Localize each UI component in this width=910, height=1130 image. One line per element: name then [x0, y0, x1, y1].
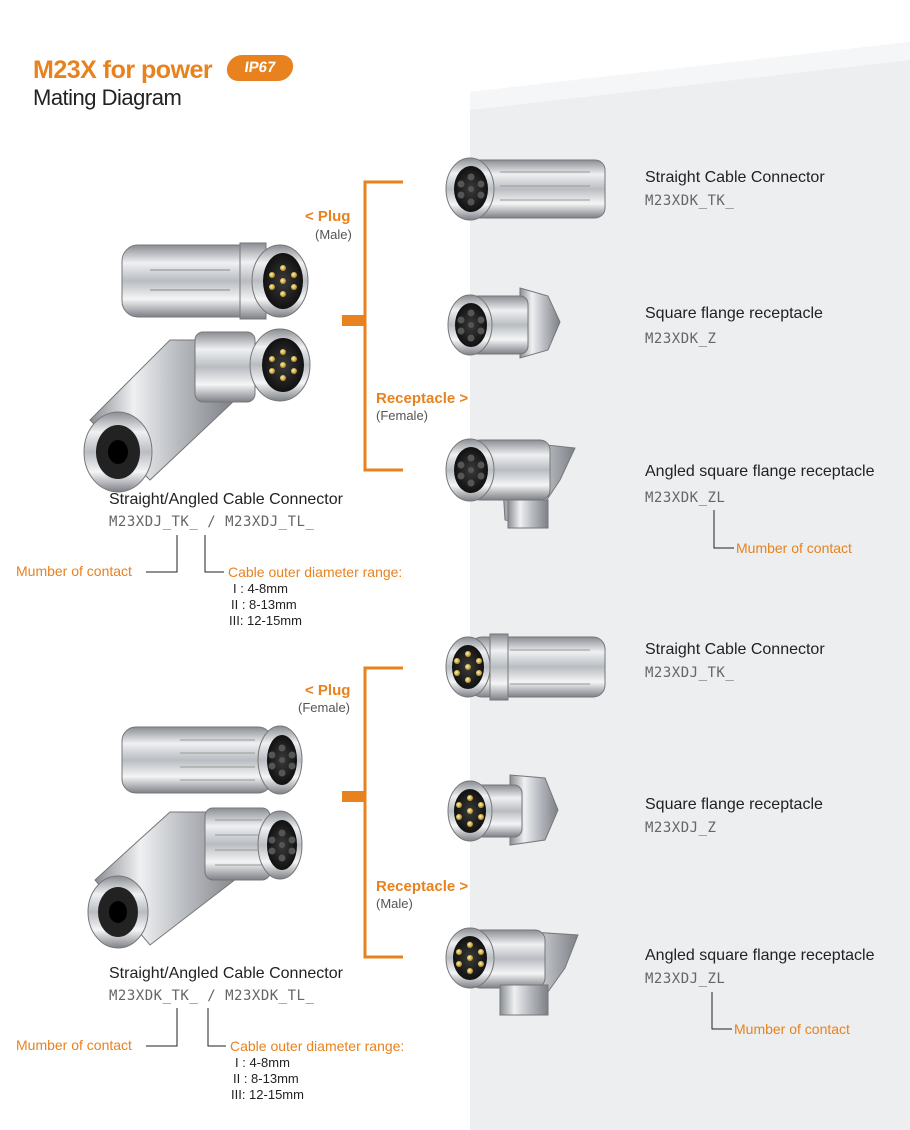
straight-male-connector-icon: [445, 633, 606, 701]
product-code: M23XDJ_ZL: [645, 971, 726, 987]
contact-note-right-section2: Mumber of contact: [734, 1021, 850, 1037]
left-product-name-section2: Straight/Angled Cable Connector: [109, 965, 343, 982]
annotation-lines-section1: [146, 510, 734, 573]
product-code: M23XDK_Z: [645, 331, 717, 347]
range-item: II : 8-13mm: [233, 1071, 299, 1086]
receptacle-sub-section2: (Male): [376, 896, 413, 911]
product-name: Angled square flange receptacle: [645, 463, 875, 480]
product-code: M23XDJ_TK_: [645, 665, 735, 681]
product-name: Angled square flange receptacle: [645, 947, 875, 964]
bracket-section2: [363, 666, 403, 959]
code-b: M23XDK_TL_: [225, 988, 315, 1004]
product-name: Square flange receptacle: [645, 305, 823, 322]
page-title: M23X for power: [33, 56, 213, 84]
straight-female-connector-icon: [445, 157, 606, 221]
range-item: I : 4-8mm: [235, 1055, 290, 1070]
product-name: Straight Cable Connector: [645, 641, 825, 658]
product-code: M23XDJ_Z: [645, 820, 717, 836]
receptacle-sub-section1: (Female): [376, 408, 429, 423]
straight-female-plug-icon: [121, 725, 303, 795]
code-separator: /: [207, 514, 217, 530]
range-item: I : 4-8mm: [233, 581, 288, 596]
bracket-tab-section1: [342, 315, 366, 326]
receptacle-label-section2: Receptacle >: [376, 878, 469, 895]
angled-male-plug-icon: [83, 328, 311, 493]
plug-sub-section2: (Female): [298, 700, 351, 715]
contact-note-left-section1: Mumber of contact: [16, 563, 132, 579]
range-list-section1: I : 4-8mm II : 8-13mm III: 12-15mm: [229, 581, 302, 629]
product-name: Straight Cable Connector: [645, 169, 825, 186]
plug-sub-section1: (Male): [315, 227, 352, 242]
code-a: M23XDK_TK_: [109, 988, 199, 1004]
plug-label-section1: < Plug: [305, 208, 351, 225]
cable-note-section1: Cable outer diameter range:: [228, 564, 403, 580]
square-flange-female-icon: [447, 287, 561, 359]
range-item: III: 12-15mm: [231, 1087, 304, 1102]
angled-female-plug-icon: [87, 807, 303, 949]
code-separator: /: [207, 988, 217, 1004]
bracket-section1: [363, 180, 403, 472]
product-code: M23XDK_ZL: [645, 490, 726, 506]
contact-note-left-section2: Mumber of contact: [16, 1037, 132, 1053]
range-item: III: 12-15mm: [229, 613, 302, 628]
code-a: M23XDJ_TK_: [109, 514, 199, 530]
product-code: M23XDK_TK_: [645, 193, 735, 209]
square-flange-male-icon: [447, 774, 559, 846]
code-b: M23XDJ_TL_: [225, 514, 315, 530]
receptacle-label-section1: Receptacle >: [376, 390, 469, 407]
cable-note-section2: Cable outer diameter range:: [230, 1038, 405, 1054]
annotation-lines-section2: [146, 992, 732, 1047]
page-subtitle: Mating Diagram: [33, 85, 182, 110]
contact-note-right-section1: Mumber of contact: [736, 540, 852, 556]
left-product-code-section1: M23XDJ_TK_ / M23XDJ_TL_: [109, 514, 314, 530]
left-product-name-section1: Straight/Angled Cable Connector: [109, 491, 343, 508]
left-product-code-section2: M23XDK_TK_ / M23XDK_TL_: [109, 988, 314, 1004]
angled-flange-male-icon: [445, 927, 579, 1016]
range-list-section2: I : 4-8mm II : 8-13mm III: 12-15mm: [231, 1055, 304, 1103]
angled-flange-female-icon: [445, 438, 576, 529]
straight-male-plug-icon: [121, 242, 309, 320]
range-item: II : 8-13mm: [231, 597, 297, 612]
product-name: Square flange receptacle: [645, 796, 823, 813]
bracket-tab-section2: [342, 791, 366, 802]
plug-label-section2: < Plug: [305, 682, 351, 699]
